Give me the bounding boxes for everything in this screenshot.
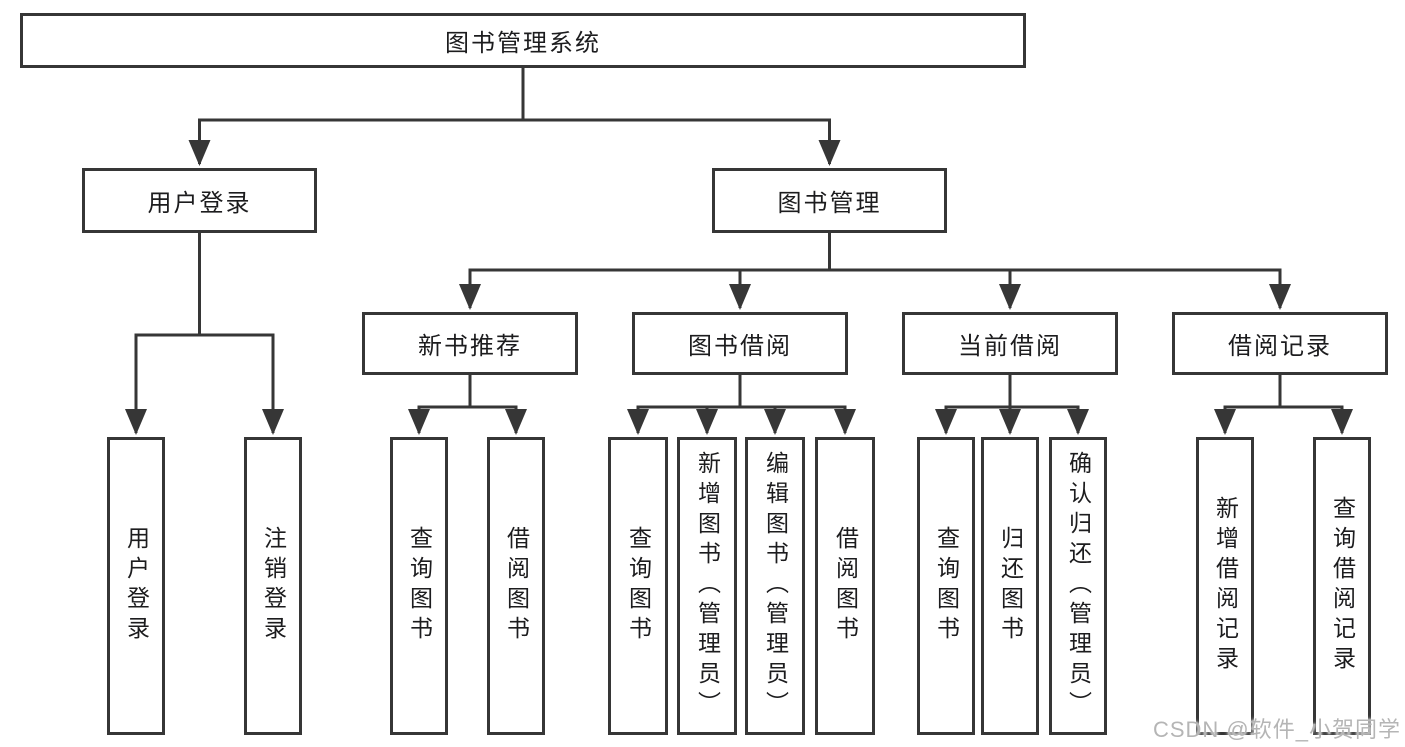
node-query-books-current: 查询图书 (917, 437, 975, 735)
node-library-system: 图书管理系统 (20, 13, 1026, 68)
watermark: CSDN @软件_小贺同学 (1152, 717, 1401, 742)
node-user-login-leaf: 用户登录 (107, 437, 165, 735)
node-query-books-recommend: 查询图书 (390, 437, 448, 735)
node-borrow-books: 借阅图书 (815, 437, 875, 735)
node-book-borrowing: 图书借阅 (632, 312, 848, 375)
node-query-borrow-record: 查询借阅记录 (1313, 437, 1371, 735)
node-user-login: 用户登录 (82, 168, 317, 233)
node-add-borrow-record: 新增借阅记录 (1196, 437, 1254, 735)
node-borrowing-records: 借阅记录 (1172, 312, 1388, 375)
node-edit-books-admin: 编辑图书（管理员） (745, 437, 805, 735)
node-borrow-books-recommend: 借阅图书 (487, 437, 545, 735)
node-return-books: 归还图书 (981, 437, 1039, 735)
node-logout-login: 注销登录 (244, 437, 302, 735)
node-current-borrowing: 当前借阅 (902, 312, 1118, 375)
node-add-books-admin: 新增图书（管理员） (677, 437, 737, 735)
node-query-books-borrow: 查询图书 (608, 437, 668, 735)
node-book-management: 图书管理 (712, 168, 947, 233)
node-confirm-return-admin: 确认归还（管理员） (1049, 437, 1107, 735)
node-new-book-recommend: 新书推荐 (362, 312, 578, 375)
